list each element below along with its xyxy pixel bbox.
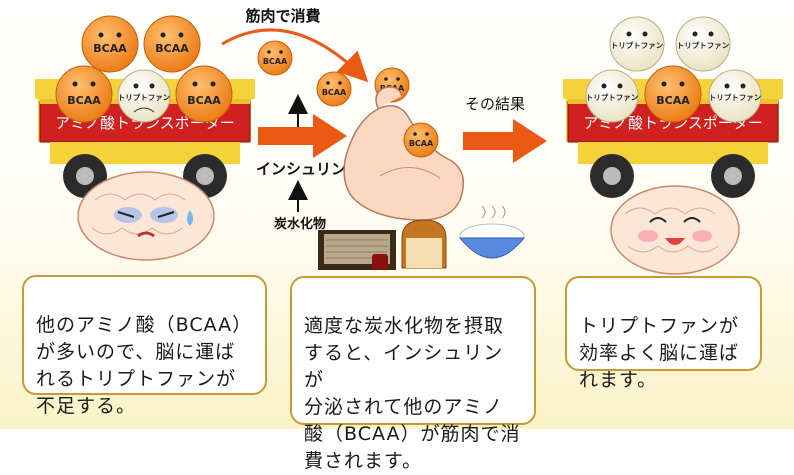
muscle-arm: [343, 86, 465, 221]
bcaa-character: BCAA: [403, 122, 439, 158]
left-explanation-text: 他のアミノ酸（BCAA） が多いので、脳に運ば れるトリプトファンが 不足する。: [36, 314, 253, 417]
svg-text:BCAA: BCAA: [322, 88, 347, 97]
bcaa-character: BCAA: [143, 15, 201, 73]
svg-text:BCAA: BCAA: [155, 42, 189, 55]
bcaa-character: BCAA: [81, 15, 139, 73]
right-explanation-text: トリプトファンが 効率よく脳に運ば れます。: [579, 315, 740, 391]
illustration: アミノ酸トランスポーター BCAA BCAA BCAA トリプトファン BCAA: [35, 7, 783, 275]
tryptophan-character: トリプトファン: [117, 69, 171, 123]
svg-text:BCAA: BCAA: [409, 139, 434, 148]
bcaa-character: BCAA: [644, 65, 702, 123]
svg-text:トリプトファン: トリプトファン: [118, 92, 171, 102]
carbohydrate-label: 炭水化物: [274, 216, 326, 232]
insulin-label: インシュリン: [256, 160, 346, 178]
bcaa-character: BCAA: [316, 71, 352, 107]
bcaa-character: BCAA: [55, 65, 113, 123]
svg-text:トリプトファン: トリプトファン: [677, 40, 730, 50]
tryptophan-character: トリプトファン: [675, 16, 731, 72]
happy-brain: [610, 185, 740, 275]
cart-label-right: アミノ酸トランスポーター: [583, 114, 762, 132]
svg-text:トリプトファン: トリプトファン: [709, 92, 762, 102]
rice-bowl-icon: [458, 205, 526, 259]
center-explanation-text: 適度な炭水化物を摂取 すると、インシュリンが 分泌されて他のアミノ 酸（BCAA…: [304, 315, 521, 472]
soba-icon: [318, 230, 396, 270]
svg-text:BCAA: BCAA: [67, 94, 101, 107]
bcaa-character: BCAA: [175, 65, 233, 123]
right-explanation-box: トリプトファンが 効率よく脳に運ば れます。: [565, 276, 762, 391]
svg-text:トリプトファン: トリプトファン: [586, 92, 639, 102]
bcaa-character: BCAA: [257, 40, 293, 76]
svg-text:BCAA: BCAA: [93, 42, 127, 55]
tryptophan-character: トリプトファン: [585, 69, 639, 123]
tryptophan-character: トリプトファン: [609, 16, 665, 72]
svg-text:BCAA: BCAA: [187, 94, 221, 107]
consume-arrow: [221, 28, 369, 83]
insulin-arrow: [258, 114, 347, 158]
tryptophan-character: トリプトファン: [708, 69, 762, 123]
muscle-consume-label: 筋肉で消費: [244, 7, 320, 25]
sad-brain: [77, 171, 215, 261]
svg-text:トリプトファン: トリプトファン: [611, 40, 664, 50]
svg-text:BCAA: BCAA: [656, 94, 690, 107]
left-explanation-box: 他のアミノ酸（BCAA） が多いので、脳に運ば れるトリプトファンが 不足する。: [22, 275, 267, 417]
result-arrow: [463, 119, 547, 163]
center-explanation-box: 適度な炭水化物を摂取 すると、インシュリンが 分泌されて他のアミノ 酸（BCAA…: [290, 276, 536, 472]
svg-text:BCAA: BCAA: [263, 57, 288, 66]
result-label: その結果: [465, 95, 525, 113]
bread-icon: [401, 219, 447, 269]
